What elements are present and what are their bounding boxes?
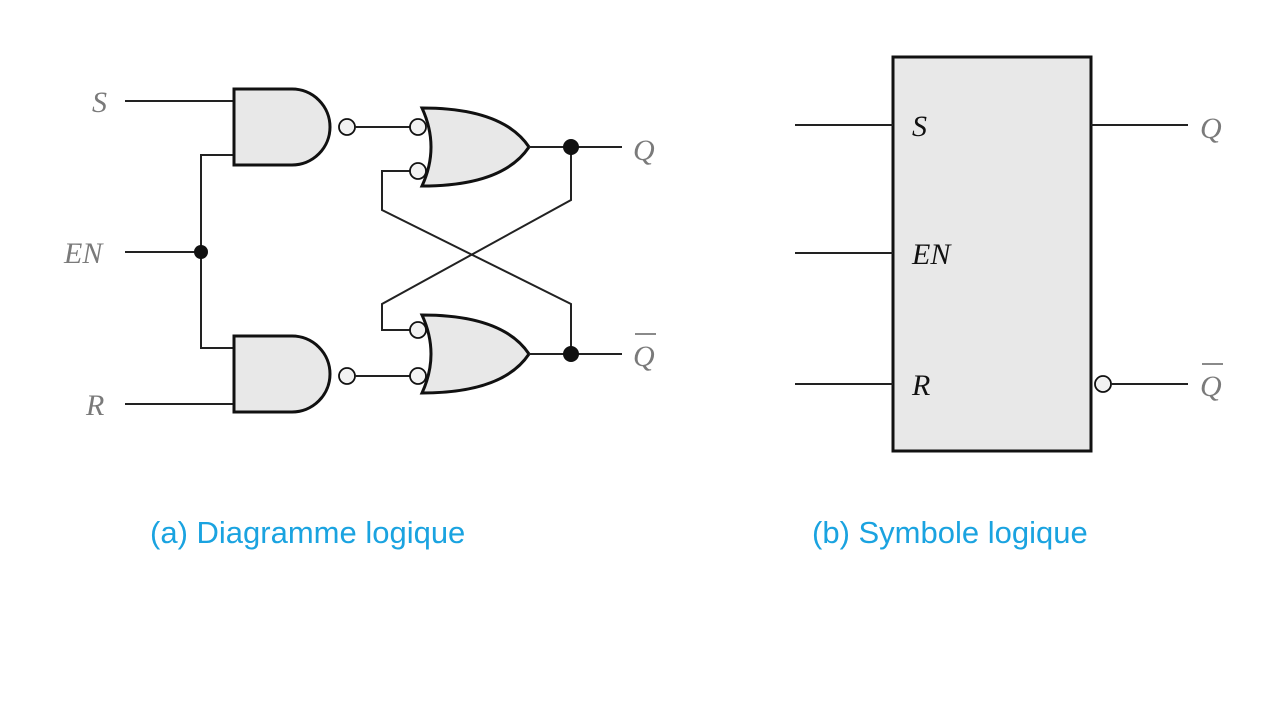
- top-or-input-bubble-2: [409, 162, 427, 180]
- diagram-s-label: S: [92, 86, 107, 119]
- bottom-or-input-bubble-1: [409, 321, 427, 339]
- bottom-or-input-bubble-2: [409, 367, 427, 385]
- top-or-input-bubble-1: [409, 118, 427, 136]
- qbar-junction-dot: [563, 346, 579, 362]
- symbol-qbar-label: Q: [1200, 370, 1222, 403]
- feedback-q-wire: [381, 147, 572, 331]
- top-nand-bubble: [338, 118, 356, 136]
- logic-diagram-caption: (a) Diagramme logique: [150, 515, 466, 550]
- symbol-r-label: R: [911, 369, 930, 402]
- symbol-qbar-bubble: [1094, 375, 1112, 393]
- bottom-nand-gate: [232, 334, 332, 414]
- feedback-qbar-wire: [381, 170, 572, 354]
- top-nand-gate: [232, 87, 332, 167]
- diagram-en-label: EN: [63, 237, 104, 270]
- logic-symbol: S EN R Q Q: [795, 55, 1223, 453]
- diagram-qbar-label: Q: [633, 340, 655, 373]
- diagram-r-label: R: [85, 389, 104, 422]
- q-junction-dot: [563, 139, 579, 155]
- diagram-q-label: Q: [633, 134, 655, 167]
- symbol-q-label: Q: [1200, 112, 1222, 145]
- logic-symbol-caption: (b) Symbole logique: [812, 515, 1088, 550]
- en-junction-dot: [194, 245, 208, 259]
- bottom-or-gate: [419, 313, 531, 395]
- latch-symbol-box: [891, 55, 1093, 453]
- symbol-s-label: S: [912, 110, 927, 143]
- bottom-nand-bubble: [338, 367, 356, 385]
- symbol-en-label: EN: [911, 238, 952, 271]
- top-or-gate: [419, 106, 531, 188]
- logic-diagram: S EN R Q Q: [63, 86, 656, 422]
